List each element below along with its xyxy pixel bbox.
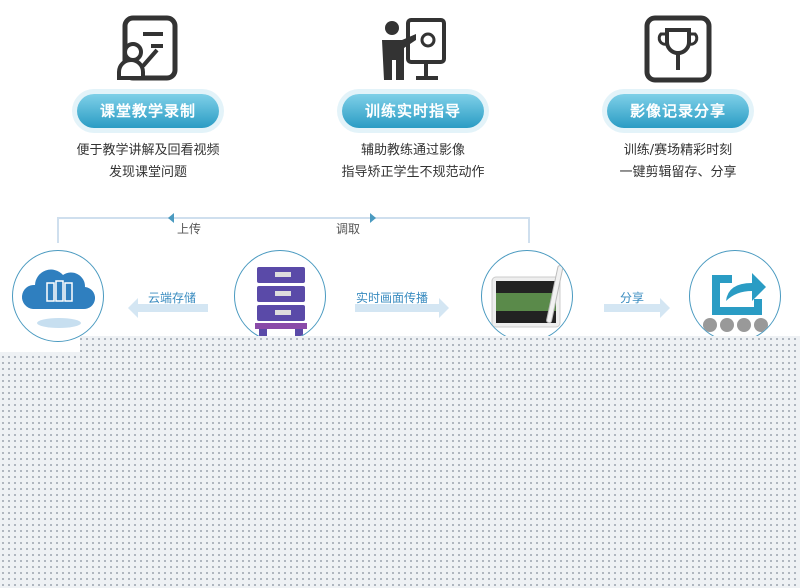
feature-desc: 便于教学讲解及回看视频 (76, 143, 220, 158)
feature-desc: 指导矫正学生不规范动作 (341, 165, 485, 180)
server-rack-icon (255, 267, 307, 337)
share-label: 分享 (620, 291, 645, 305)
tablet-node (481, 250, 573, 342)
cloud-storage-label: 云端存储 (148, 291, 197, 305)
tablet-icon (491, 265, 564, 328)
feature-desc: 训练/赛场精彩时刻 (623, 143, 733, 158)
feature-video-sharing: 影像记录分享 训练/赛场精彩时刻一键剪辑留存、分享 (558, 0, 798, 184)
dotted-overlay (0, 336, 800, 588)
flow-arrow (138, 304, 208, 312)
cloud-server-icon (21, 269, 96, 328)
arrow-left-icon (168, 213, 174, 223)
share-node (689, 250, 781, 342)
arrow-right-icon (370, 213, 376, 223)
arrow-right-icon (660, 298, 670, 318)
retrieve-label: 调取 (336, 222, 361, 236)
cloud-storage-node (12, 250, 104, 342)
feature-desc: 发现课堂问题 (108, 165, 187, 180)
upload-label: 上传 (177, 222, 202, 236)
arrow-left-icon (128, 298, 138, 318)
upload-retrieve-connector (57, 217, 530, 243)
feature-realtime-guidance: 训练实时指导 辅助教练通过影像指导矫正学生不规范动作 (293, 0, 533, 184)
feature-classroom-recording: 课堂教学录制 便于教学讲解及回看视频发现课堂问题 (28, 0, 268, 184)
recording-server-node (234, 250, 326, 342)
presenter-icon (382, 18, 446, 80)
flow-arrow (355, 304, 439, 312)
feature-title: 训练实时指导 (342, 94, 484, 128)
share-icon (703, 273, 768, 332)
feature-desc: 一键剪辑留存、分享 (619, 165, 737, 180)
trophy-icon (644, 15, 712, 83)
arrow-right-icon (439, 298, 449, 318)
flow-arrow (604, 304, 660, 312)
feature-desc: 辅助教练通过影像 (360, 143, 465, 158)
realtime-label: 实时画面传播 (356, 291, 429, 305)
teacher-board-icon (117, 15, 178, 81)
feature-title: 课堂教学录制 (77, 94, 219, 128)
feature-title: 影像记录分享 (607, 94, 749, 128)
